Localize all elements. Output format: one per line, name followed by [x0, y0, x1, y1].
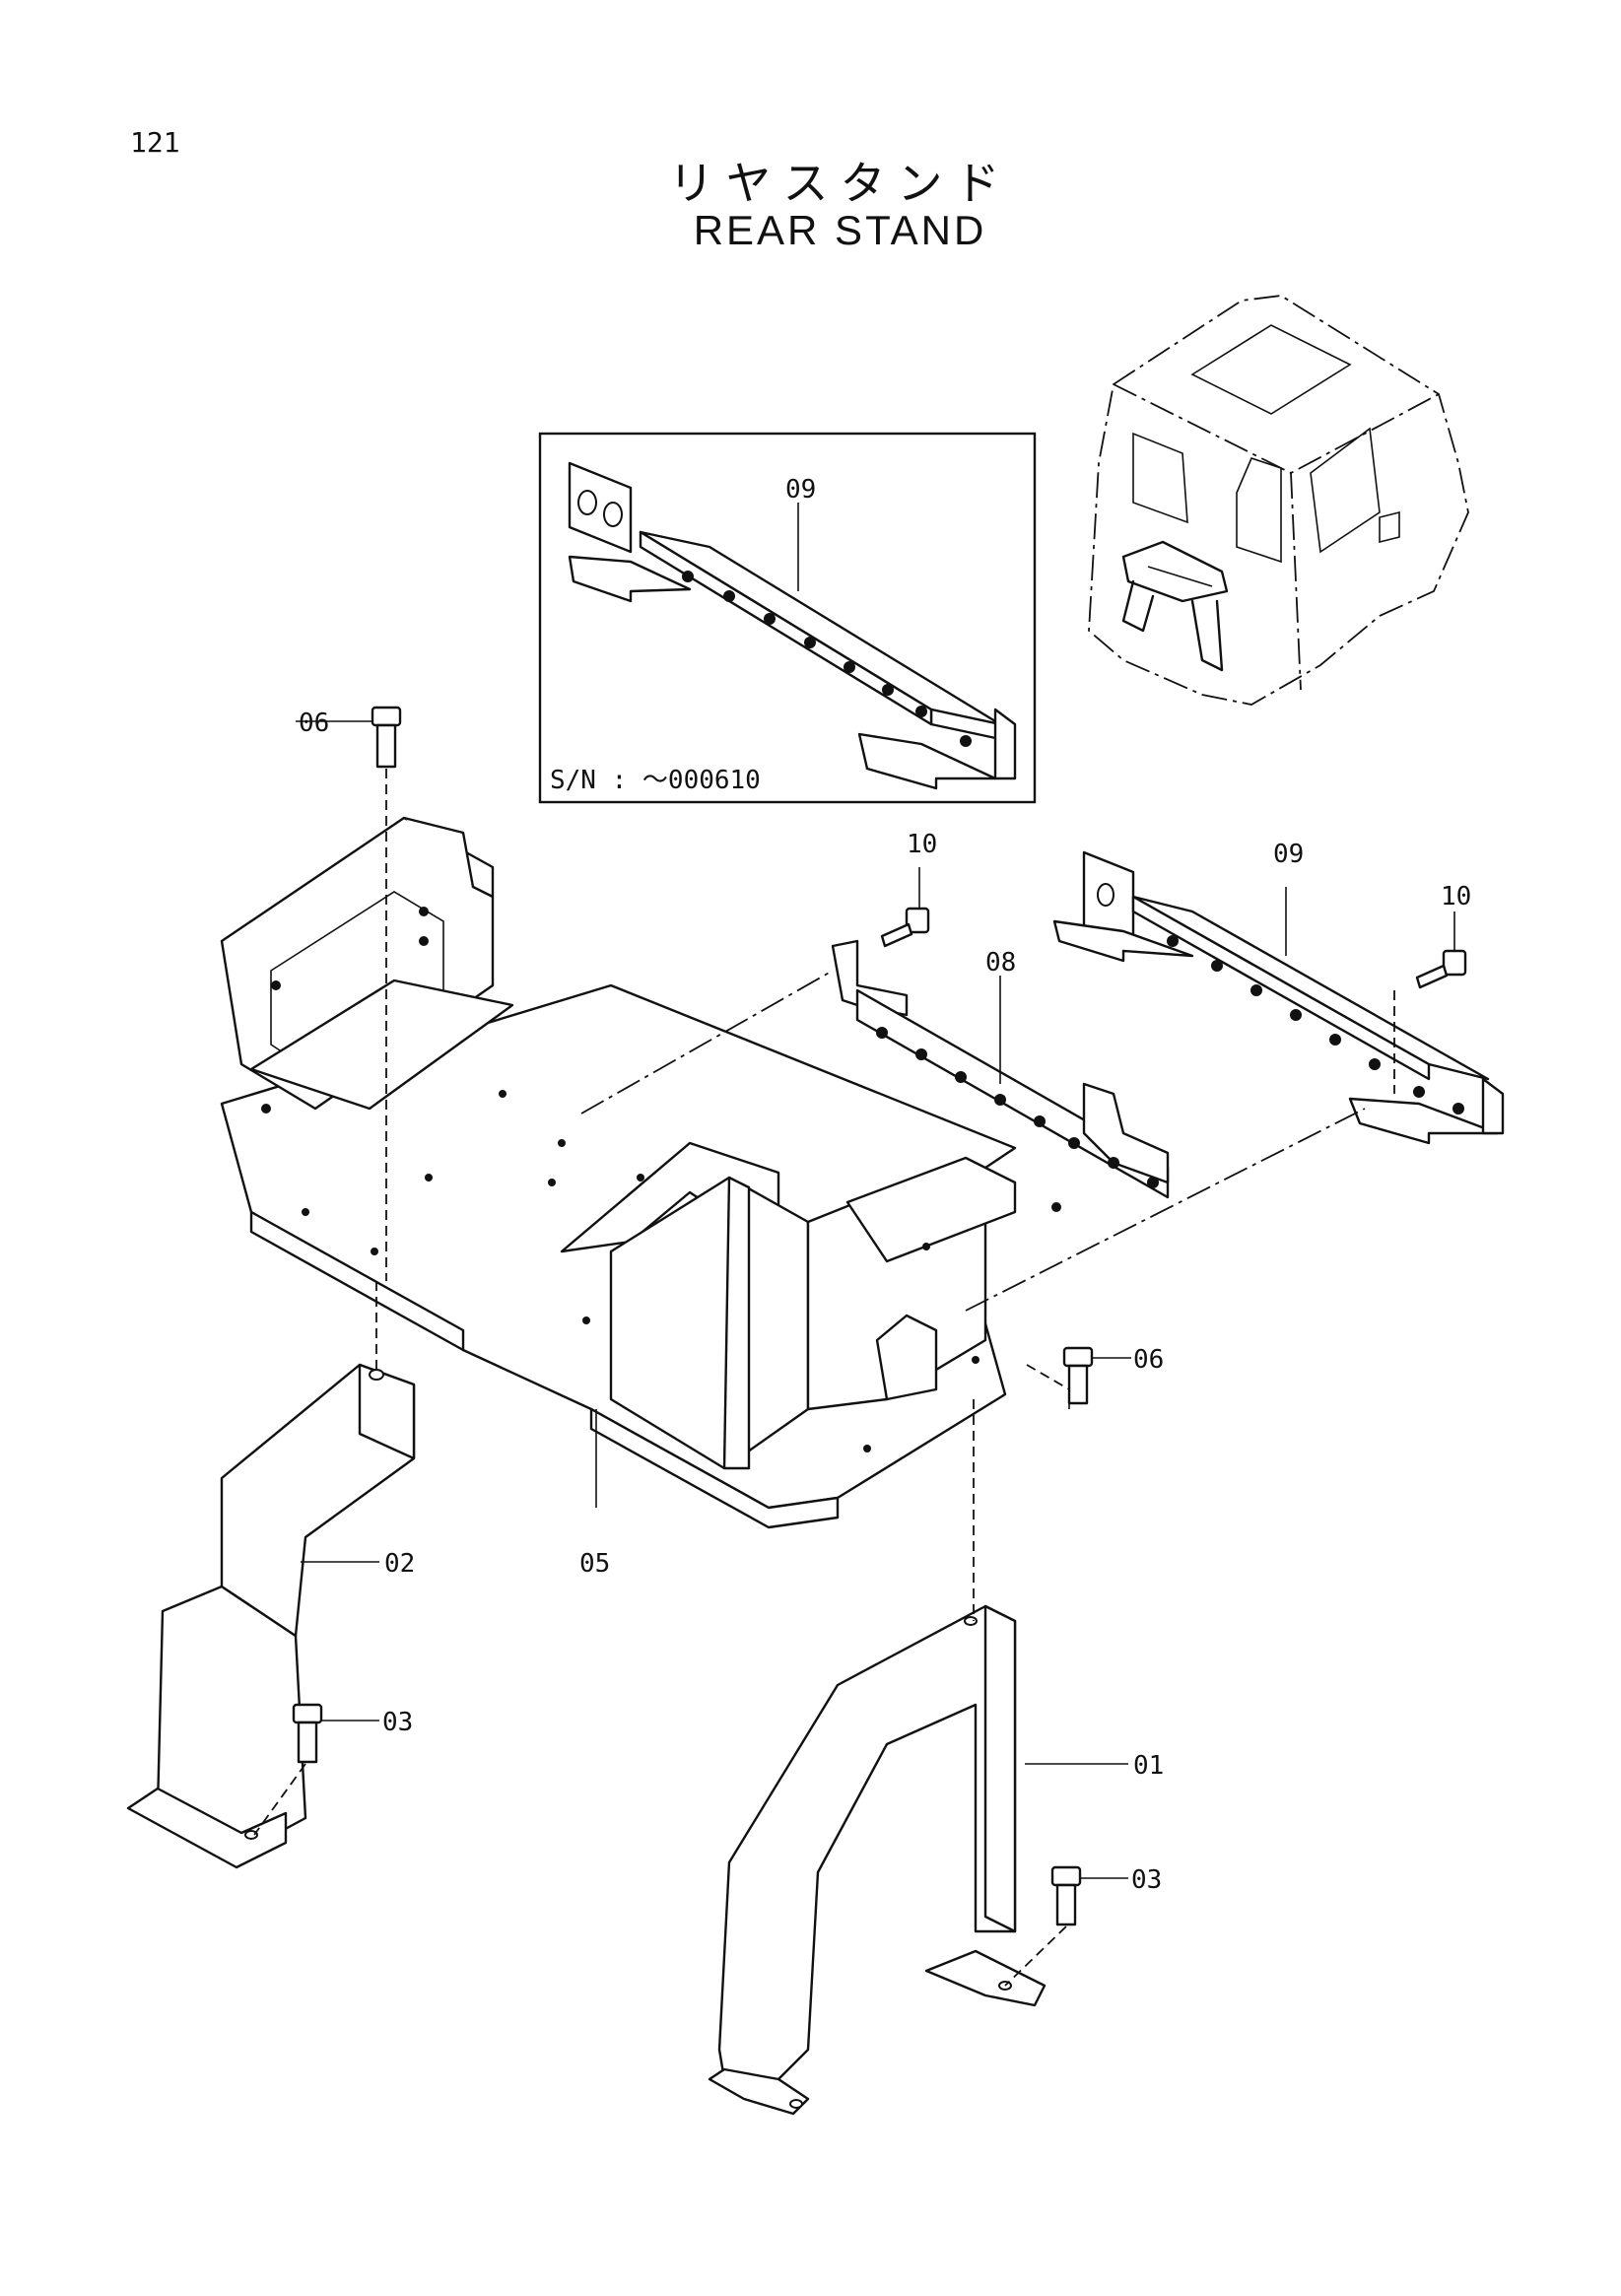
part-01-leg: 01: [708, 1604, 1164, 2116]
part-06-bolt-right: 06: [1062, 1345, 1164, 1405]
part-02-leg: 02: [126, 1363, 415, 1869]
callout-06-top: 06: [299, 709, 329, 738]
part-10-bolt-left: 10: [880, 830, 937, 948]
cab-reference-illustration: [1088, 295, 1469, 706]
callout-01: 01: [1133, 1751, 1164, 1781]
callout-10-left: 10: [907, 830, 937, 859]
part-09-rail: 09: [1052, 840, 1505, 1145]
part-06-bolt-top: 06: [296, 706, 402, 769]
callout-10-right: 10: [1441, 882, 1471, 912]
part-08-rail: 08: [831, 939, 1170, 1199]
page-number: 121: [130, 126, 180, 159]
callout-09-inset: 09: [785, 475, 816, 505]
callout-02: 02: [384, 1549, 415, 1579]
inset-serial-note: S/N : ～000610: [550, 766, 761, 795]
part-03-bolt-right: 03: [1050, 1865, 1162, 1926]
title-english: REAR STAND: [693, 207, 987, 253]
inset-serial-variant: 09 S/N : ～000610: [538, 432, 1037, 804]
part-05-main-plate: 05: [220, 816, 1061, 1579]
callout-05: 05: [579, 1549, 610, 1579]
part-10-bolt-right: 10: [1415, 882, 1471, 989]
callout-03-right: 03: [1131, 1865, 1162, 1895]
part-03-bolt-left: 03: [292, 1703, 413, 1764]
callout-08: 08: [985, 948, 1016, 978]
callout-03-left: 03: [382, 1708, 413, 1737]
callout-06-right: 06: [1133, 1345, 1164, 1375]
callout-09: 09: [1273, 840, 1304, 869]
assembly-guide-lines: [253, 769, 1395, 1987]
title-japanese: リヤスタンド: [668, 157, 1012, 210]
